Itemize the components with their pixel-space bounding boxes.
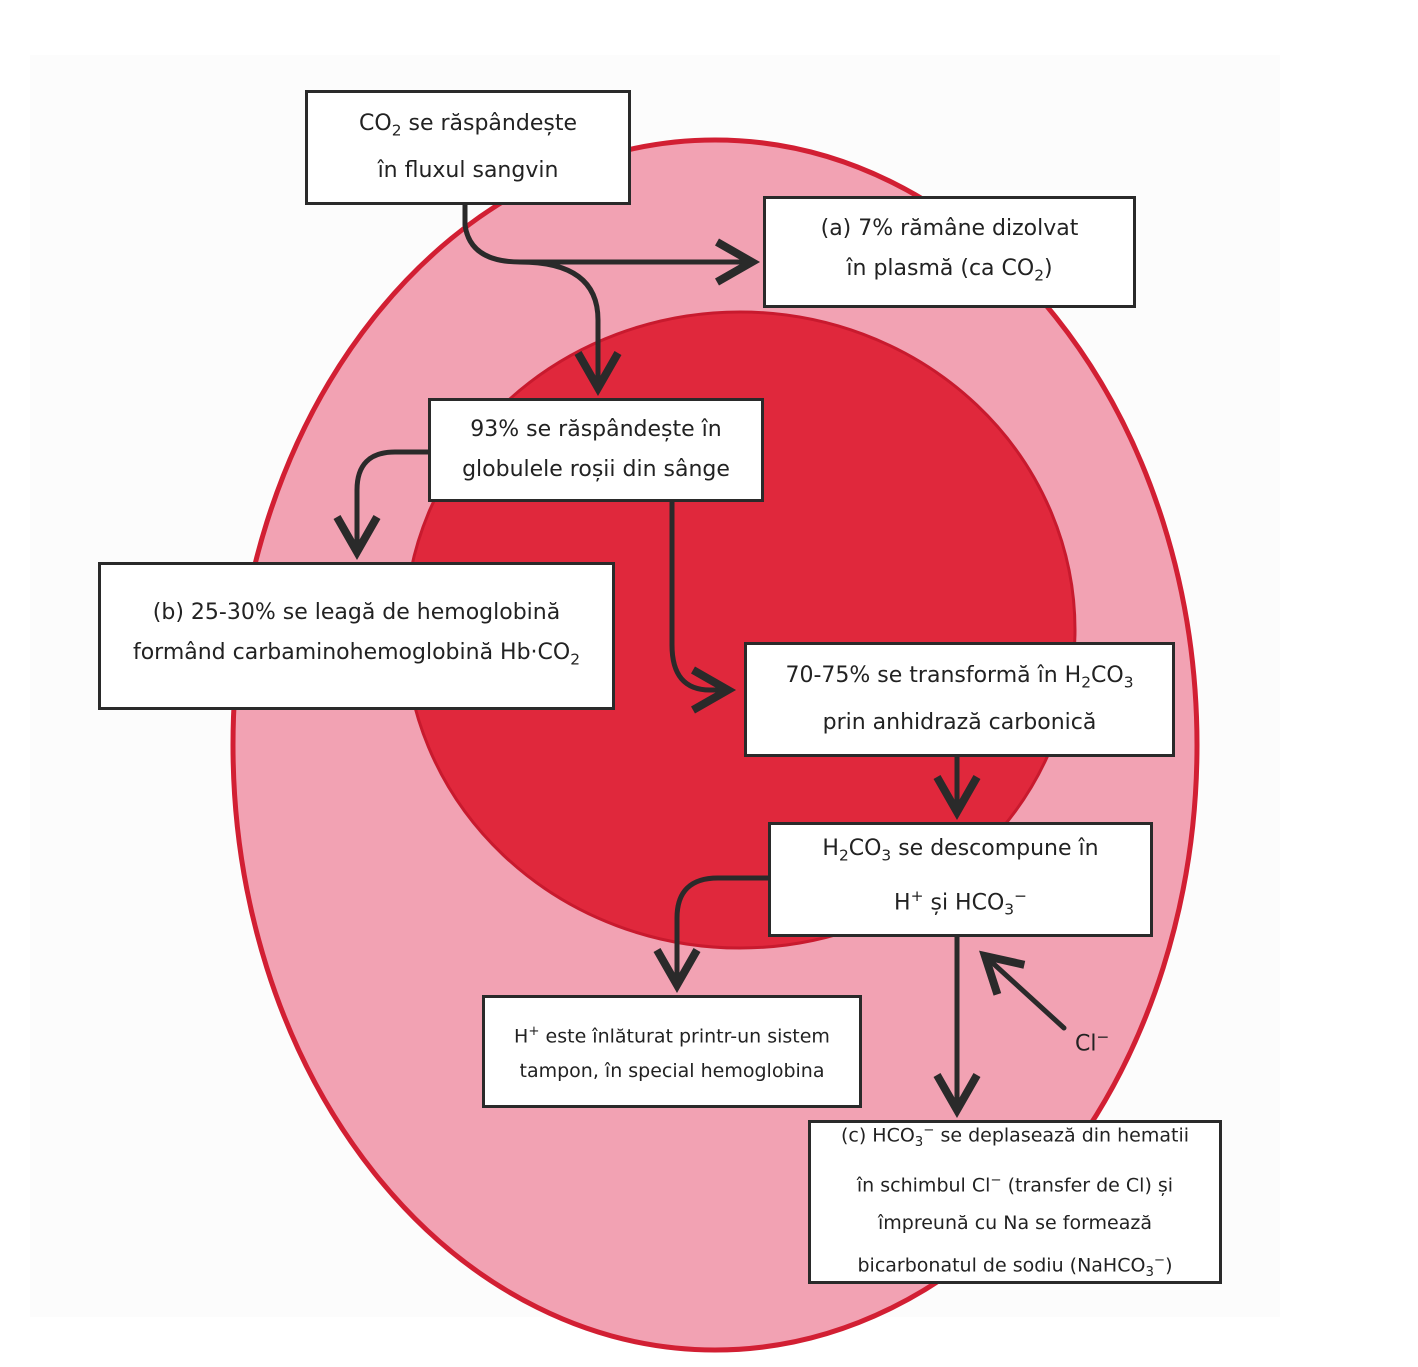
decomposition-box: H2CO3 se descompune în H+ și HCO3− [768,822,1153,937]
bicarbonate-exchange-box: (c) HCO3− se deplasează din hematii în s… [808,1120,1222,1284]
arrow-chloride-in [979,950,1067,1031]
arrow-to-red-cells [517,259,622,397]
carbaminohemoglobin-box: (b) 25-30% se leagă de hemoglobină formâ… [98,562,615,710]
arrow-to-hemoglobin [333,449,433,561]
chloride-label: Cl− [1075,1028,1110,1057]
buffer-system-box: H+ este înlăturat printr-un sistem tampo… [482,995,862,1108]
arrow-to-carbonic-acid [669,499,737,714]
red-cells-diffusion-box: 93% se răspândește în globulele roșii di… [428,398,764,502]
carbonic-acid-box: 70-75% se transformă în H2CO3 prin anhid… [744,642,1175,757]
arrow-to-buffer [653,875,771,994]
co2-diffuses-box: CO2 se răspândește în fluxul sangvin [305,90,631,205]
plasma-dissolved-box: (a) 7% rămâne dizolvat în plasmă (ca CO2… [763,196,1136,308]
